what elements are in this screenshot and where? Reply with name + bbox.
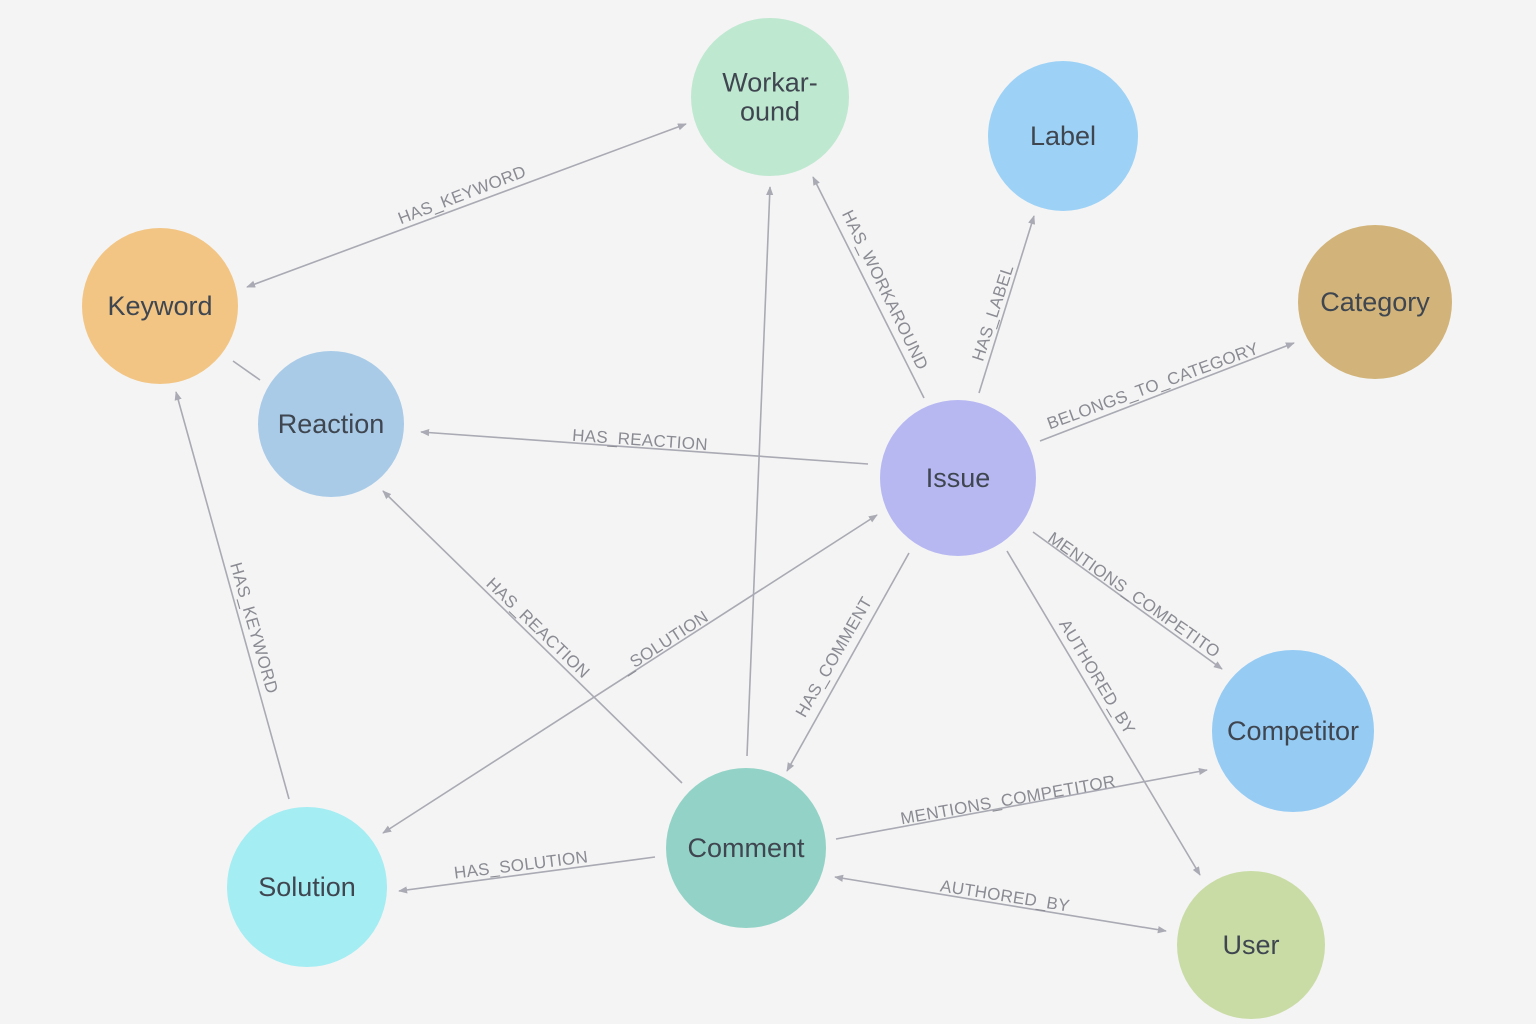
edge-issue-user[interactable]: AUTHORED_BY (1006, 550, 1201, 876)
node-label: Competitor (1227, 716, 1359, 746)
edge-label: _SOLUTION (617, 607, 711, 677)
edge-line[interactable] (812, 176, 925, 399)
edge-issue-label[interactable]: HAS_LABEL (969, 215, 1036, 394)
node-label: Category (1320, 287, 1430, 317)
node-label: Solution (258, 872, 356, 902)
edge-comment-workaround[interactable] (746, 186, 774, 757)
edge-label: HAS_SOLUTION (453, 847, 589, 882)
edge-comment-reaction[interactable]: HAS_REACTION (382, 490, 683, 784)
node-comment[interactable]: Comment (666, 768, 826, 928)
node-solution[interactable]: Solution (227, 807, 387, 967)
node-circle[interactable] (880, 400, 1036, 556)
node-label: Keyword (107, 291, 212, 321)
edge-line[interactable] (835, 767, 1208, 840)
node-label: Reaction (278, 409, 385, 439)
edge-issue-workaround[interactable]: HAS_WORKAROUND (812, 176, 932, 399)
node-label: Issue (926, 463, 991, 493)
node-circle[interactable] (82, 228, 238, 384)
edge-line[interactable] (382, 514, 878, 834)
node-label: Label (1030, 121, 1096, 151)
node-circle[interactable] (666, 768, 826, 928)
edge-label: HAS_REACTION (483, 574, 594, 682)
node-label: User (1222, 930, 1279, 960)
edge-line[interactable] (382, 490, 683, 784)
edge-label: HAS_KEYWORD (395, 162, 528, 228)
edge-line[interactable] (174, 391, 290, 800)
node-workaround[interactable]: Workar-ound (691, 18, 849, 176)
edge-line[interactable] (420, 428, 869, 465)
edge-label: MENTIONS_COMPETITOR (899, 772, 1117, 829)
node-competitor[interactable]: Competitor (1212, 650, 1374, 812)
edge-comment-competitor[interactable]: MENTIONS_COMPETITOR (835, 767, 1208, 840)
edge-issue-reaction[interactable]: HAS_REACTION (420, 426, 869, 465)
edge-issue-comment[interactable]: HAS_COMMENT (786, 552, 910, 772)
edge-line[interactable] (1032, 531, 1223, 670)
node-keyword[interactable]: Keyword (82, 228, 238, 384)
edge-line[interactable] (1006, 550, 1201, 876)
edge-label: AUTHORED_BY (939, 876, 1071, 915)
edge-workaround-keyword[interactable]: HAS_KEYWORD (246, 123, 687, 288)
node-label: Workar- (722, 68, 818, 98)
node-circle[interactable] (1298, 225, 1452, 379)
edge-issue-category[interactable]: BELONGS_TO_CATEGORY (1039, 339, 1295, 442)
edge-label: BELONGS_TO_CATEGORY (1045, 339, 1262, 433)
node-user[interactable]: User (1177, 871, 1325, 1019)
edge-issue-competitor[interactable]: MENTIONS_COMPETITO (1032, 528, 1224, 670)
edge-line[interactable] (232, 360, 261, 381)
node-label[interactable]: Label (988, 61, 1138, 211)
node-circle[interactable] (988, 61, 1138, 211)
edge-line[interactable] (786, 552, 910, 772)
node-circle[interactable] (258, 351, 404, 497)
edge-label: HAS_COMMENT (792, 594, 876, 721)
edge-line[interactable] (246, 123, 687, 288)
node-issue[interactable]: Issue (880, 400, 1036, 556)
node-circle[interactable] (1212, 650, 1374, 812)
edge-line[interactable] (978, 215, 1036, 394)
node-label: ound (740, 97, 800, 127)
edge-comment-solution[interactable]: HAS_SOLUTION (398, 847, 656, 894)
edge-line[interactable] (398, 856, 656, 894)
edge-label: HAS_REACTION (572, 426, 709, 454)
node-label: Comment (687, 833, 805, 863)
edge-label: HAS_WORKAROUND (838, 207, 932, 373)
node-circle[interactable] (227, 807, 387, 967)
node-category[interactable]: Category (1298, 225, 1452, 379)
edge-keyword-reaction[interactable] (232, 360, 261, 381)
edge-line[interactable] (1039, 342, 1295, 442)
edge-line[interactable] (834, 874, 1167, 934)
node-circle[interactable] (691, 18, 849, 176)
node-reaction[interactable]: Reaction (258, 351, 404, 497)
edge-comment-user[interactable]: AUTHORED_BY (834, 874, 1167, 934)
edge-label: AUTHORED_BY (1055, 616, 1139, 738)
node-circle[interactable] (1177, 871, 1325, 1019)
edge-line[interactable] (746, 186, 774, 757)
